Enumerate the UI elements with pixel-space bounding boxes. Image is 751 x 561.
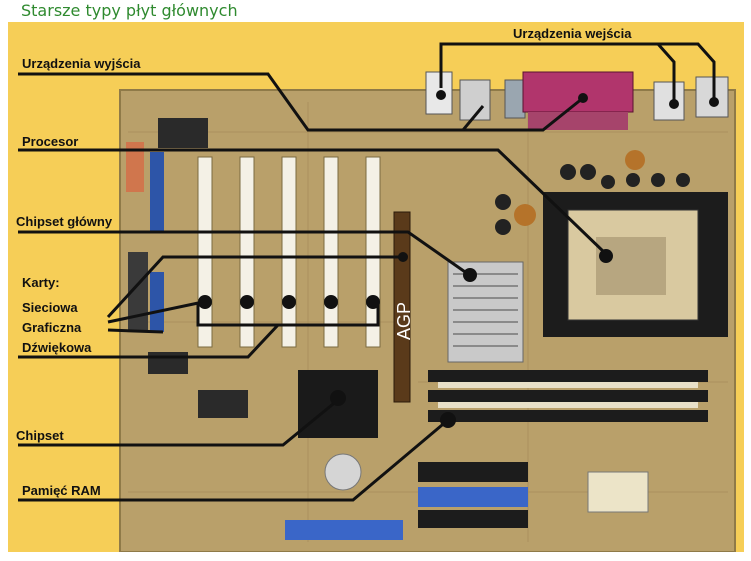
label-graphics-card: Graficzna	[22, 320, 82, 335]
parallel-port	[522, 71, 634, 113]
ide-connector	[418, 487, 528, 507]
label-ram: Pamięć RAM	[22, 483, 101, 498]
motherboard-illustration	[18, 42, 736, 552]
ram-slots	[428, 370, 708, 422]
label-processor: Procesor	[22, 134, 79, 149]
atx-power-connector	[587, 471, 649, 513]
label-main-chipset: Chipset główny	[16, 214, 113, 229]
label-cards: Karty:	[22, 275, 60, 290]
page-title: Starsze typy płyt głównych	[21, 1, 238, 20]
motherboard-diagram: Urządzenia wejścia Urządzenia wyjścia Pr…	[8, 22, 744, 552]
label-agp: AGP	[394, 301, 414, 340]
cmos-battery	[324, 453, 362, 491]
label-output-devices: Urządzenia wyjścia	[22, 56, 141, 71]
label-chipset: Chipset	[16, 428, 64, 443]
label-network-card: Sieciowa	[22, 300, 78, 315]
audio-port	[653, 81, 685, 121]
label-sound-card: Dźwiękowa	[22, 340, 92, 355]
pointer-lines	[18, 42, 716, 502]
pointer-dots	[198, 90, 719, 428]
label-input-devices: Urządzenia wejścia	[513, 26, 632, 41]
